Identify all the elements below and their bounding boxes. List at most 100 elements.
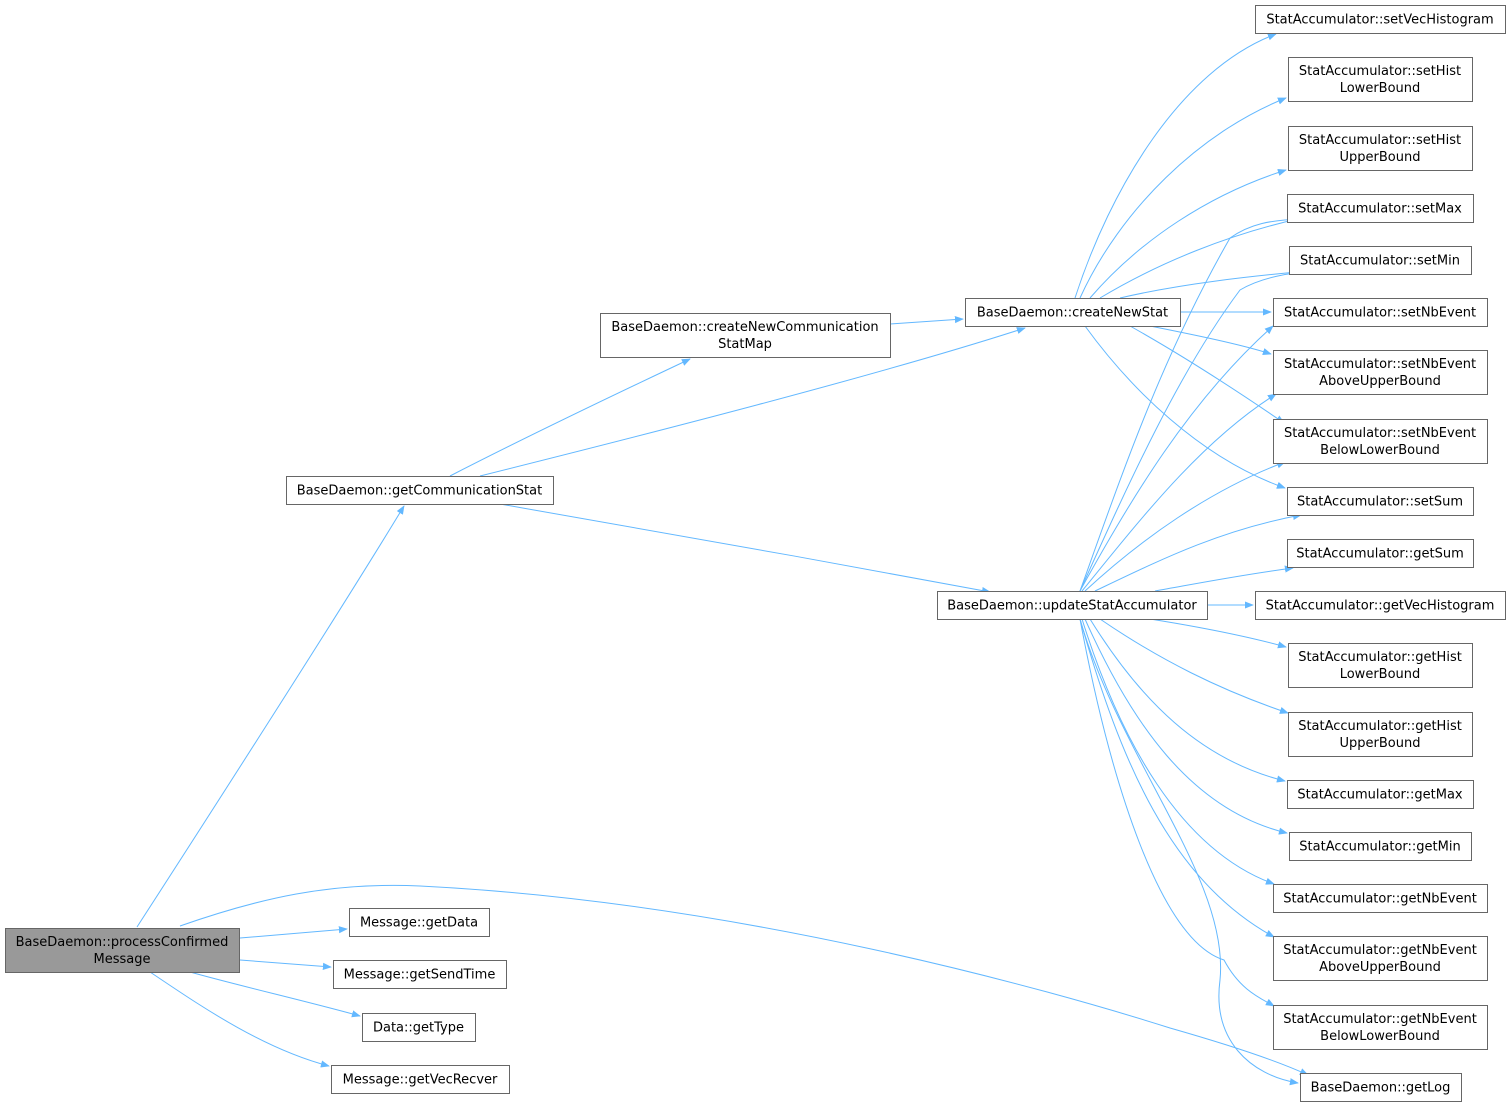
- node-getNbEventBelow[interactable]: StatAccumulator::getNbEventBelowLowerBou…: [1273, 1005, 1488, 1050]
- edge-updateStatAccumulator-to-getHistUpperBound: [1099, 618, 1289, 714]
- node-label: Message: [94, 952, 151, 967]
- node-setMin[interactable]: StatAccumulator::setMin: [1289, 246, 1472, 275]
- node-getMin[interactable]: StatAccumulator::getMin: [1289, 832, 1472, 861]
- node-label: BaseDaemon::getLog: [1311, 1081, 1451, 1096]
- edge-createNewStat-to-setVecHistogram: [1074, 33, 1277, 299]
- edge-root-to-msgGetVecRecver: [149, 971, 330, 1068]
- node-box: [1255, 591, 1506, 620]
- edge-createNewStat-to-setSum: [1084, 325, 1286, 489]
- edge-root-to-msgGetData: [239, 926, 348, 939]
- node-getNbEventAbove[interactable]: StatAccumulator::getNbEventAboveUpperBou…: [1273, 936, 1488, 981]
- node-box: [600, 313, 891, 358]
- node-label: Message::getData: [360, 916, 478, 931]
- node-box: [349, 908, 490, 937]
- node-dataGetType[interactable]: Data::getType: [362, 1013, 476, 1042]
- node-label: StatAccumulator::getNbEvent: [1283, 1012, 1477, 1027]
- node-setNbEvent[interactable]: StatAccumulator::setNbEvent: [1273, 298, 1488, 327]
- node-label: StatAccumulator::setHist: [1299, 133, 1461, 148]
- node-getNbEvent[interactable]: StatAccumulator::getNbEvent: [1273, 884, 1488, 913]
- edge-updateStatAccumulator-to-setMax: [1079, 215, 1303, 592]
- edge-updateStatAccumulator-to-setNbEvent: [1079, 325, 1274, 592]
- node-box: [1289, 832, 1472, 861]
- node-box: [5, 928, 240, 973]
- node-label: BelowLowerBound: [1320, 443, 1440, 458]
- edge-root-to-msgGetSendTime: [239, 959, 332, 970]
- edge-updateStatAccumulator-to-setMin: [1079, 267, 1320, 592]
- edge-updateStatAccumulator-to-getMin: [1084, 618, 1288, 835]
- node-createNewStat[interactable]: BaseDaemon::createNewStat: [965, 298, 1181, 327]
- node-getMax[interactable]: StatAccumulator::getMax: [1287, 780, 1474, 809]
- node-setNbEventBelow[interactable]: StatAccumulator::setNbEventBelowLowerBou…: [1273, 419, 1488, 464]
- node-label: StatAccumulator::setMin: [1300, 254, 1460, 269]
- node-createNewCommunicationStatMap[interactable]: BaseDaemon::createNewCommunicationStatMa…: [600, 313, 891, 358]
- node-label: BaseDaemon::createNewCommunication: [611, 320, 878, 335]
- node-label: StatAccumulator::setSum: [1297, 495, 1463, 510]
- node-msgGetVecRecver[interactable]: Message::getVecRecver: [331, 1065, 510, 1094]
- node-getCommunicationStat[interactable]: BaseDaemon::getCommunicationStat: [286, 476, 554, 505]
- node-box: [937, 591, 1208, 620]
- node-label: Data::getType: [373, 1021, 464, 1036]
- node-setVecHistogram[interactable]: StatAccumulator::setVecHistogram: [1255, 5, 1506, 34]
- node-label: AboveUpperBound: [1319, 960, 1441, 975]
- node-label: StatAccumulator::getHist: [1298, 650, 1462, 665]
- edge-root-to-dataGetType: [189, 971, 361, 1018]
- node-box: [1287, 194, 1474, 223]
- edge-createNewStat-to-setNbEventBelow: [1129, 325, 1285, 424]
- edge-root-to-getLog: [179, 884, 1309, 1076]
- node-label: StatAccumulator::setNbEvent: [1284, 306, 1476, 321]
- node-box: [1255, 5, 1506, 34]
- node-box: [1273, 936, 1488, 981]
- node-box: [1288, 712, 1473, 757]
- node-label: StatAccumulator::getHist: [1298, 719, 1462, 734]
- node-label: StatAccumulator::getNbEvent: [1283, 892, 1477, 907]
- edge-createNewStat-to-setMax: [1099, 216, 1303, 299]
- node-label: StatAccumulator::setNbEvent: [1284, 426, 1476, 441]
- node-label: BaseDaemon::getCommunicationStat: [297, 484, 542, 499]
- node-label: StatAccumulator::getMax: [1297, 788, 1463, 803]
- edge-updateStatAccumulator-to-setSum: [1094, 512, 1302, 592]
- node-label: StatAccumulator::setHist: [1299, 64, 1461, 79]
- node-label: StatAccumulator::getNbEvent: [1283, 943, 1477, 958]
- node-label: StatAccumulator::setNbEvent: [1284, 357, 1476, 372]
- edge-createNewStat-to-setHistLowerBound: [1079, 97, 1287, 299]
- node-setNbEventAbove[interactable]: StatAccumulator::setNbEventAboveUpperBou…: [1273, 350, 1488, 395]
- node-box: [1288, 643, 1473, 688]
- node-label: StatAccumulator::setMax: [1298, 202, 1462, 217]
- node-msgGetData[interactable]: Message::getData: [349, 908, 490, 937]
- node-getVecHistogram[interactable]: StatAccumulator::getVecHistogram: [1255, 591, 1506, 620]
- node-label: Message::getVecRecver: [343, 1073, 498, 1088]
- node-setSum[interactable]: StatAccumulator::setSum: [1287, 487, 1474, 516]
- edge-updateStatAccumulator-to-getHistLowerBound: [1149, 618, 1287, 649]
- node-box: [1300, 1073, 1462, 1102]
- node-updateStatAccumulator[interactable]: BaseDaemon::updateStatAccumulator: [937, 591, 1208, 620]
- edge-updateStatAccumulator-to-getNbEventBelow: [1079, 618, 1275, 1007]
- node-setMax[interactable]: StatAccumulator::setMax: [1287, 194, 1474, 223]
- node-label: BaseDaemon::processConfirmed: [16, 935, 229, 950]
- node-box: [1289, 246, 1472, 275]
- node-box: [1287, 487, 1474, 516]
- node-box: [1288, 57, 1473, 102]
- node-getSum[interactable]: StatAccumulator::getSum: [1287, 539, 1474, 568]
- edge-updateStatAccumulator-to-getNbEventAbove: [1079, 618, 1275, 938]
- node-box: [1273, 298, 1488, 327]
- edge-root-to-getCommunicationStat: [136, 505, 405, 928]
- node-label: StatAccumulator::getMin: [1299, 840, 1460, 855]
- node-box: [1273, 1005, 1488, 1050]
- node-label: StatAccumulator::getSum: [1296, 547, 1464, 562]
- edge-updateStatAccumulator-to-setNbEventBelow: [1084, 461, 1286, 592]
- edge-createNewStat-to-setNbEventAbove: [1149, 325, 1272, 355]
- node-label: LowerBound: [1340, 81, 1421, 96]
- node-msgGetSendTime[interactable]: Message::getSendTime: [333, 960, 507, 989]
- node-label: LowerBound: [1340, 667, 1421, 682]
- edge-updateStatAccumulator-to-setNbEventAbove: [1081, 393, 1277, 592]
- node-getLog[interactable]: BaseDaemon::getLog: [1300, 1073, 1462, 1102]
- node-label: BaseDaemon::createNewStat: [977, 306, 1168, 321]
- node-box: [1273, 419, 1488, 464]
- node-box: [362, 1013, 476, 1042]
